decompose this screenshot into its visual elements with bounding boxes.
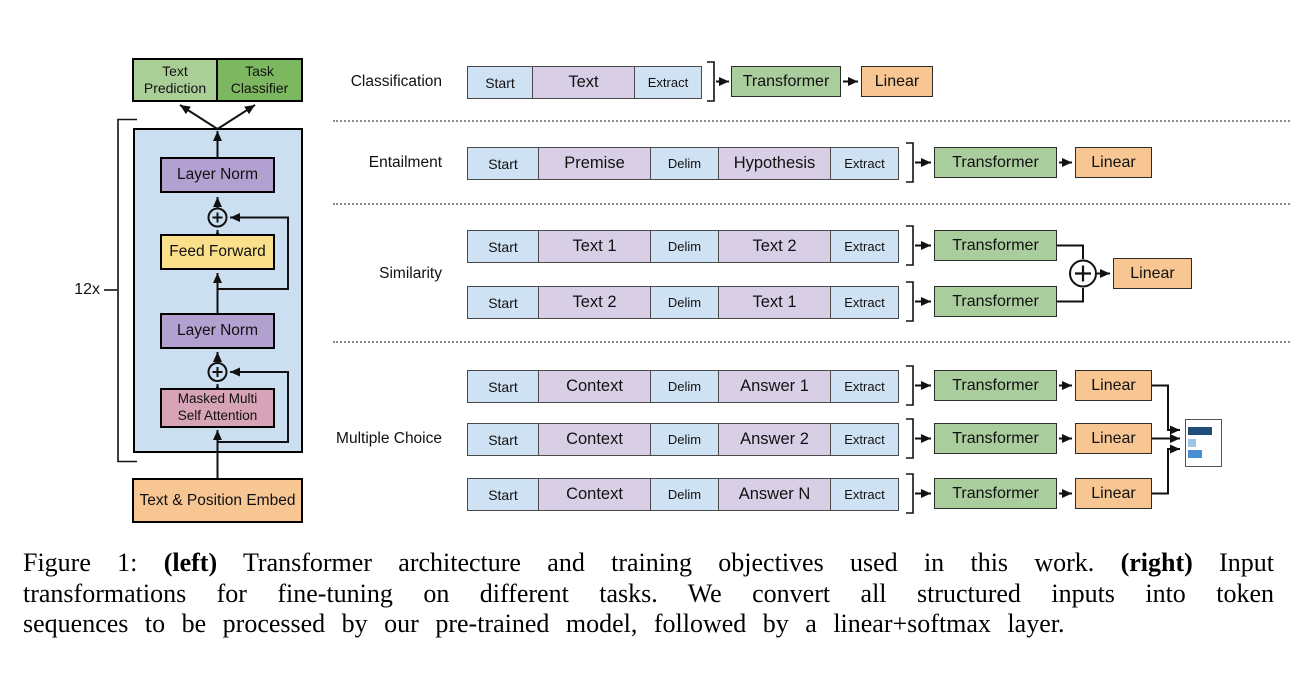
caption-text: Transformer architecture and training ob… (217, 548, 1121, 577)
token-context: Context (538, 424, 650, 455)
token-answerN: Answer N (718, 479, 830, 510)
token-text2: Text 2 (718, 231, 830, 262)
score-bar-2 (1187, 438, 1196, 447)
transformer-box: Transformer (934, 147, 1057, 178)
token-start: Start (468, 231, 538, 262)
section-divider (333, 120, 1290, 122)
token-premise: Premise (538, 148, 650, 179)
figure-caption: Figure 1: (left) Transformer architectur… (23, 548, 1274, 640)
token-text1: Text 1 (538, 231, 650, 262)
answer-score-chart-icon (1185, 419, 1222, 467)
layer-norm-bottom-box: Layer Norm (160, 313, 275, 349)
similarity-add-icon (1069, 259, 1097, 288)
text-position-embed-box: Text & Position Embed (132, 478, 303, 523)
token-extract: Extract (634, 67, 701, 98)
transformer-box: Transformer (934, 423, 1057, 454)
score-bar-1 (1187, 427, 1212, 435)
section-divider (333, 341, 1290, 343)
caption-line-3: sequences to be processed by our pre-tra… (23, 609, 1065, 638)
transformer-box: Transformer (731, 66, 841, 97)
caption-text: Figure 1: (23, 548, 164, 577)
token-delim: Delim (650, 148, 718, 179)
linear-box: Linear (1075, 147, 1152, 178)
caption-line-2: transformations for fine-tuning on diffe… (23, 578, 1274, 608)
transformer-box: Transformer (934, 370, 1057, 401)
token-extract: Extract (830, 231, 898, 262)
token-sequence-choice-1: Start Context Delim Answer 1 Extract (467, 370, 899, 403)
token-answer2: Answer 2 (718, 424, 830, 455)
token-delim: Delim (650, 479, 718, 510)
linear-box: Linear (1113, 258, 1192, 289)
linear-box: Linear (1075, 423, 1152, 454)
token-start: Start (468, 371, 538, 402)
task-label-classification: Classification (350, 73, 442, 90)
task-classifier-box: Task Classifier (216, 58, 303, 102)
token-text1: Text 1 (718, 287, 830, 318)
token-sequence-classification: Start Text Extract (467, 66, 702, 99)
token-sequence-similarity-1: Start Text 1 Delim Text 2 Extract (467, 230, 899, 263)
task-label-entailment: Entailment (368, 154, 442, 171)
token-context: Context (538, 479, 650, 510)
token-start: Start (468, 148, 538, 179)
token-answer1: Answer 1 (718, 371, 830, 402)
token-start: Start (468, 424, 538, 455)
transformer-box: Transformer (934, 230, 1057, 261)
token-text: Text (532, 67, 634, 98)
repeat-count-label: 12x (74, 281, 100, 298)
token-start: Start (468, 287, 538, 318)
masked-attention-box: Masked Multi Self Attention (160, 388, 275, 428)
caption-text: Input (1192, 548, 1274, 577)
token-start: Start (468, 479, 538, 510)
token-sequence-similarity-2: Start Text 2 Delim Text 1 Extract (467, 286, 899, 319)
token-extract: Extract (830, 479, 898, 510)
text-prediction-box: Text Prediction (132, 58, 218, 102)
token-text2: Text 2 (538, 287, 650, 318)
token-sequence-entailment: Start Premise Delim Hypothesis Extract (467, 147, 899, 180)
task-label-multiple-choice: Multiple Choice (336, 430, 442, 447)
token-delim: Delim (650, 231, 718, 262)
token-extract: Extract (830, 148, 898, 179)
token-delim: Delim (650, 371, 718, 402)
transformer-box: Transformer (934, 478, 1057, 509)
section-divider (333, 203, 1290, 205)
token-sequence-choice-2: Start Context Delim Answer 2 Extract (467, 423, 899, 456)
token-sequence-choice-n: Start Context Delim Answer N Extract (467, 478, 899, 511)
caption-line-1: Figure 1: (left) Transformer architectur… (23, 548, 1274, 579)
feed-forward-box: Feed Forward (160, 234, 275, 270)
token-extract: Extract (830, 371, 898, 402)
token-hypothesis: Hypothesis (718, 148, 830, 179)
linear-box: Linear (1075, 370, 1152, 401)
transformer-box: Transformer (934, 286, 1057, 317)
task-label-similarity: Similarity (379, 265, 442, 282)
token-delim: Delim (650, 424, 718, 455)
caption-left-tag: (left) (163, 548, 218, 577)
token-start: Start (468, 67, 532, 98)
layer-norm-top-box: Layer Norm (160, 157, 275, 193)
token-extract: Extract (830, 287, 898, 318)
linear-box: Linear (1075, 478, 1152, 509)
token-extract: Extract (830, 424, 898, 455)
score-bar-3 (1187, 450, 1202, 458)
caption-right-tag: (right) (1120, 548, 1193, 577)
token-context: Context (538, 371, 650, 402)
token-delim: Delim (650, 287, 718, 318)
linear-box: Linear (861, 66, 933, 97)
